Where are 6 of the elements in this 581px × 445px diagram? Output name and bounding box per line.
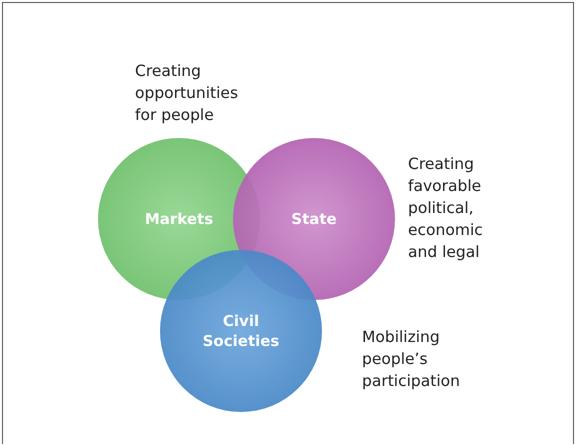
caption-text: Mobilizing people’s participation — [362, 327, 461, 392]
caption-text: Creating opportunities for people — [135, 61, 240, 126]
circle-label: State — [291, 209, 337, 229]
caption-text: Creating favorable political, economic and legal — [408, 154, 484, 263]
circle-label: Civil Societies — [202, 311, 280, 351]
circle-label: Markets — [144, 209, 214, 229]
